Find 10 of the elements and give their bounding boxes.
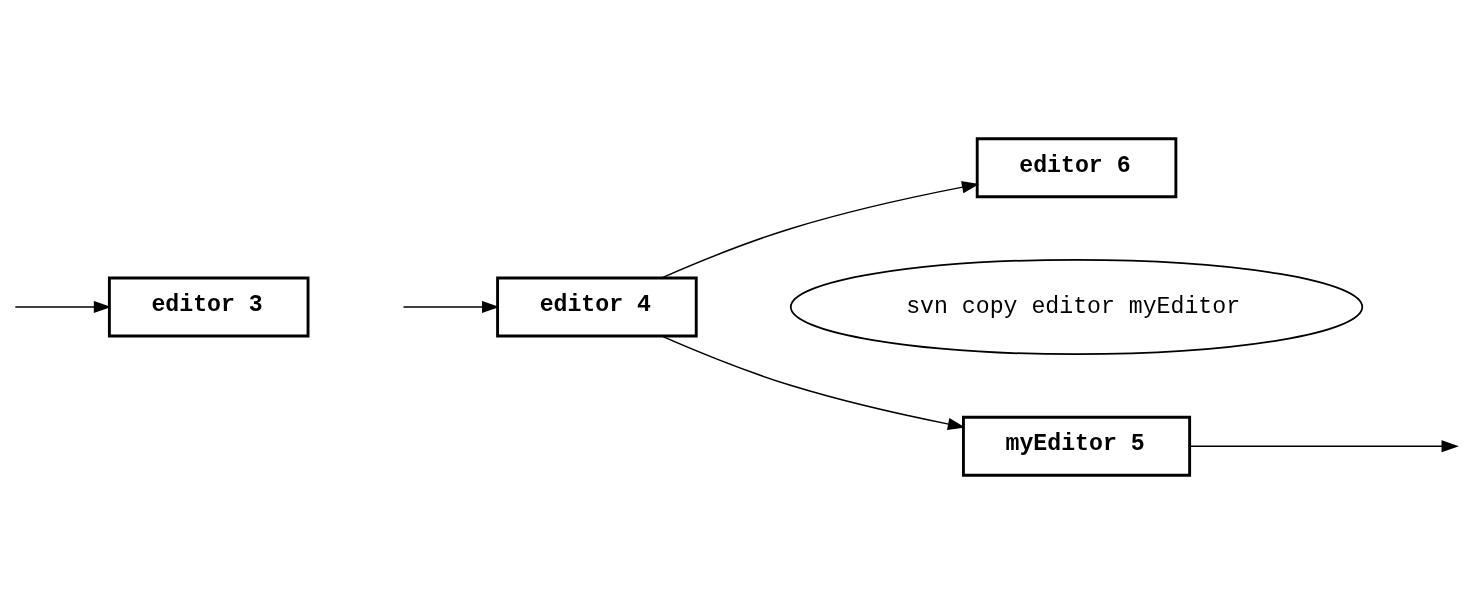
node-box: editor 4 bbox=[496, 276, 698, 338]
arrow bbox=[661, 181, 980, 279]
arrow bbox=[14, 300, 112, 314]
arrow bbox=[661, 335, 966, 430]
node-box: myEditor 5 bbox=[962, 415, 1192, 477]
node-box: editor 6 bbox=[975, 137, 1178, 199]
node-box: editor 3 bbox=[107, 276, 310, 338]
arrow bbox=[1189, 440, 1459, 453]
arrow bbox=[402, 300, 500, 314]
node-ellipse: svn copy editor myEditor bbox=[789, 258, 1364, 356]
